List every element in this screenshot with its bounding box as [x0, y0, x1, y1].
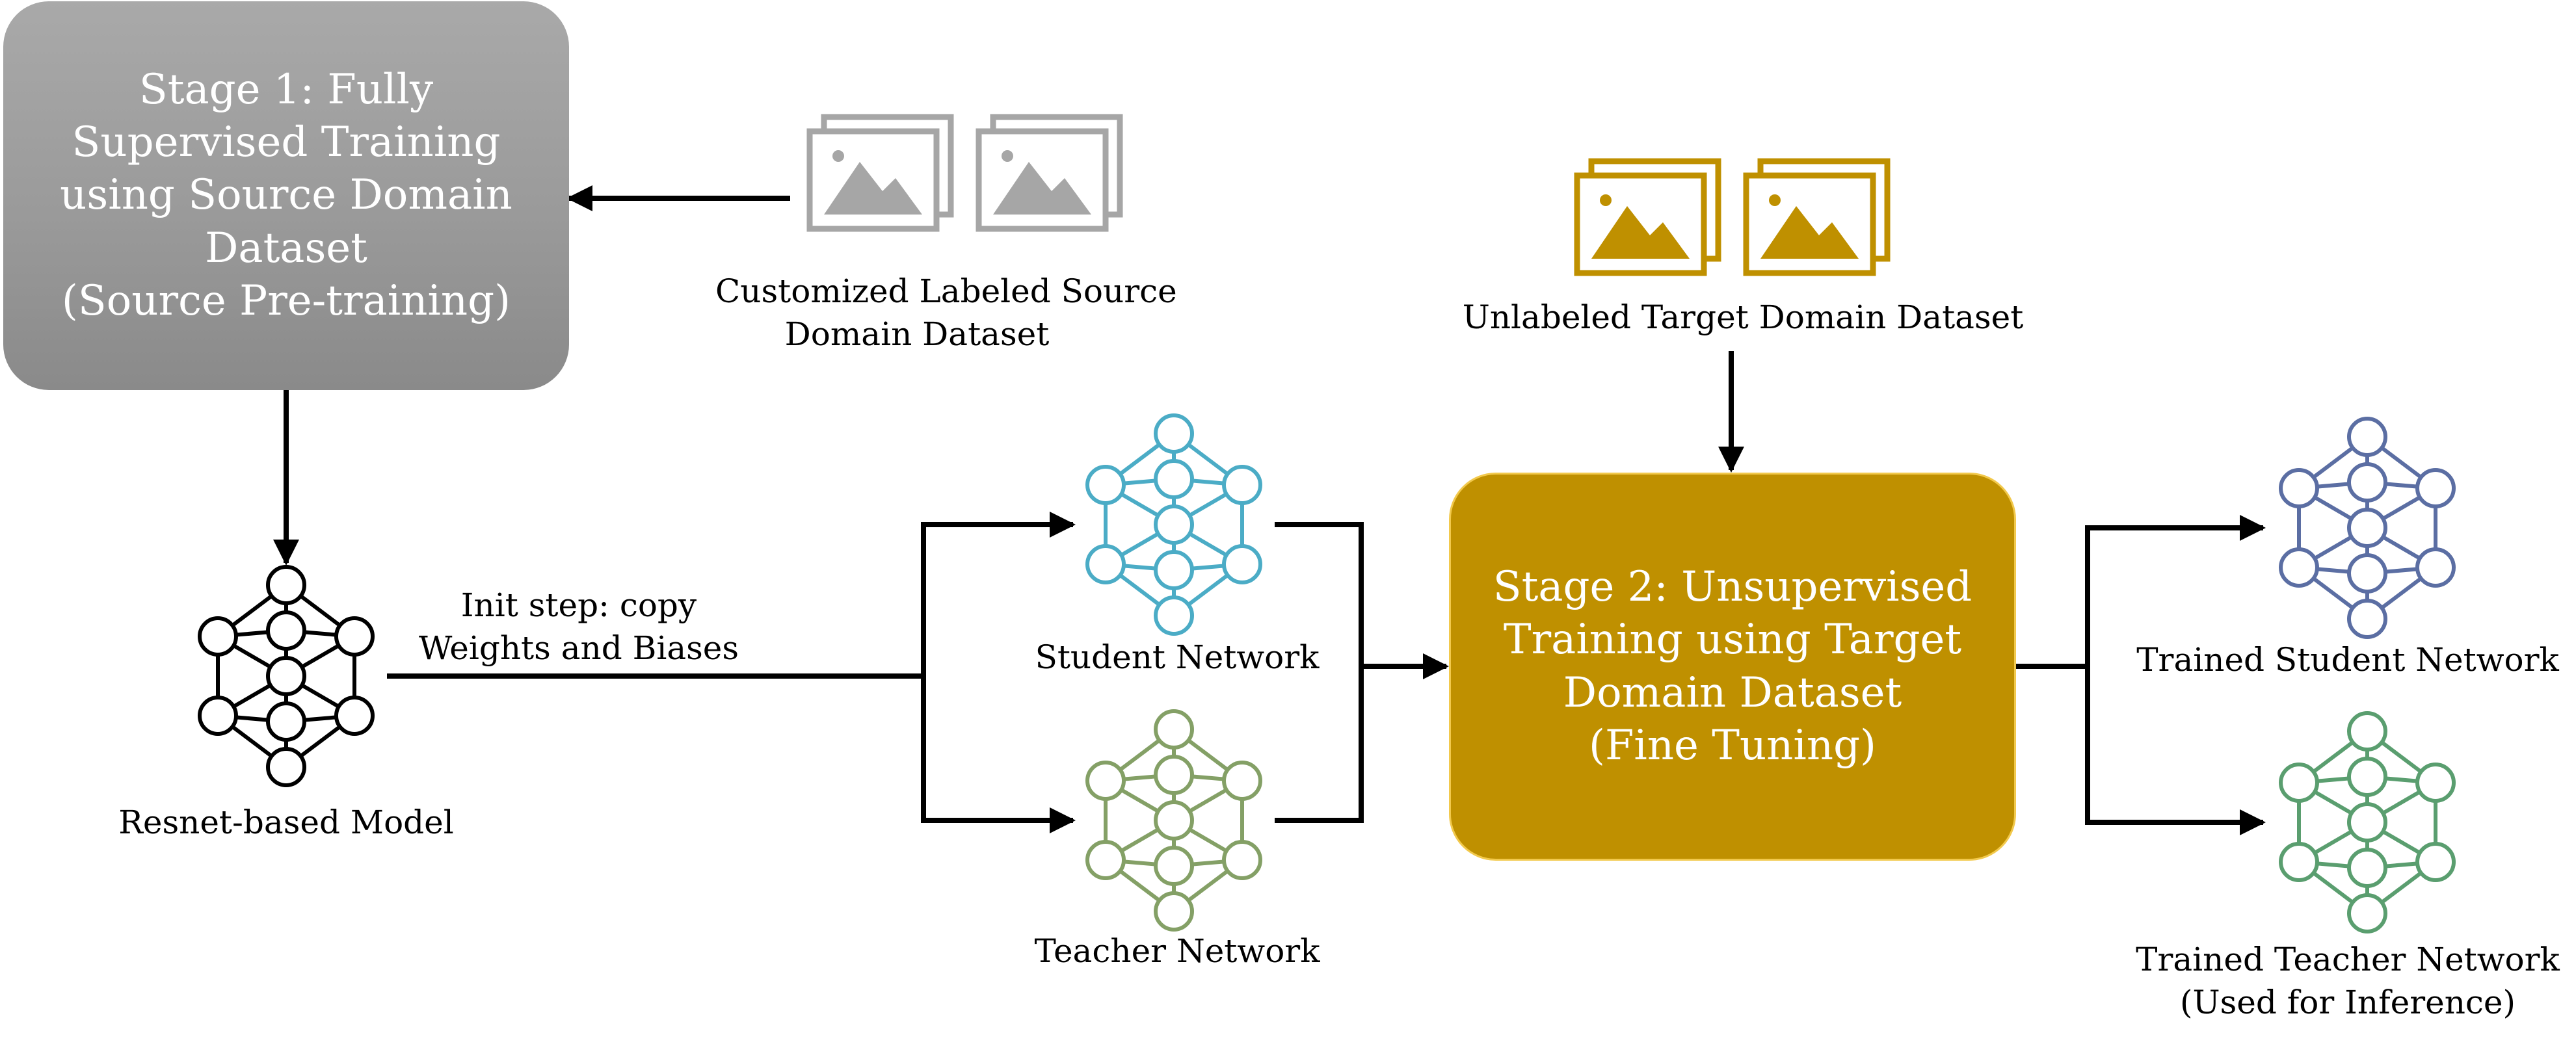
teacher-network-label: Teacher Network: [1034, 932, 1320, 970]
student-network-icon: [1085, 413, 1262, 636]
stage1-line: Dataset: [205, 224, 367, 272]
stage1-line: (Source Pre-training): [61, 276, 511, 325]
trained-teacher-label-line: (Used for Inference): [2179, 984, 2516, 1021]
networks-merge-line: [1275, 522, 1364, 823]
stage1-line: Supervised Training: [72, 118, 501, 167]
stage1-line: Stage 1: Fully: [139, 65, 434, 114]
source-dataset-label-line: Domain Dataset: [784, 315, 1050, 353]
stage2-line: Domain Dataset: [1563, 668, 1902, 717]
init-to-teacher-arrow: [921, 676, 1076, 833]
stage1-box: Stage 1: Fully Supervised Training using…: [3, 1, 569, 390]
stage1-title: Stage 1: Fully Supervised Training using…: [60, 64, 512, 328]
stage2-line: (Fine Tuning): [1588, 721, 1877, 770]
stage2-box: Stage 2: Unsupervised Training using Tar…: [1449, 473, 2016, 861]
trained-student-network-icon: [2279, 417, 2456, 639]
resnet-network-icon: [198, 565, 375, 787]
source-dataset-label: Customized Labeled Source Domain Dataset: [715, 270, 1177, 356]
stage1-line: using Source Domain: [60, 171, 512, 220]
trained-student-label: Trained Student Network: [2136, 641, 2559, 679]
source-dataset-label-line: Customized Labeled Source: [715, 272, 1177, 310]
init-step-label: Init step: copy Weights and Biases: [416, 584, 741, 670]
init-step-line: Init step: copy: [460, 586, 697, 624]
target-image-icon: [1574, 158, 1721, 276]
trained-teacher-network-icon: [2279, 711, 2456, 933]
target-image-icon: [1743, 158, 1891, 276]
stage2-title: Stage 2: Unsupervised Training using Tar…: [1493, 561, 1972, 772]
trained-teacher-label: Trained Teacher Network (Used for Infere…: [2127, 938, 2569, 1024]
source-image-icon: [806, 114, 954, 232]
to-trained-student-arrow: [2085, 515, 2266, 666]
teacher-network-icon: [1085, 709, 1262, 932]
stage2-line: Training using Target: [1503, 616, 1962, 664]
to-trained-teacher-arrow: [2085, 666, 2266, 835]
stage2-line: Stage 2: Unsupervised: [1493, 562, 1972, 611]
target-dataset-label: Unlabeled Target Domain Dataset: [1462, 298, 2024, 336]
trained-teacher-label-line: Trained Teacher Network: [2136, 941, 2560, 978]
resnet-model-label: Resnet-based Model: [118, 803, 454, 841]
student-network-label: Student Network: [1035, 638, 1320, 676]
source-image-icon: [976, 114, 1123, 232]
init-to-student-arrow: [921, 512, 1076, 676]
init-step-line: Weights and Biases: [418, 629, 739, 667]
